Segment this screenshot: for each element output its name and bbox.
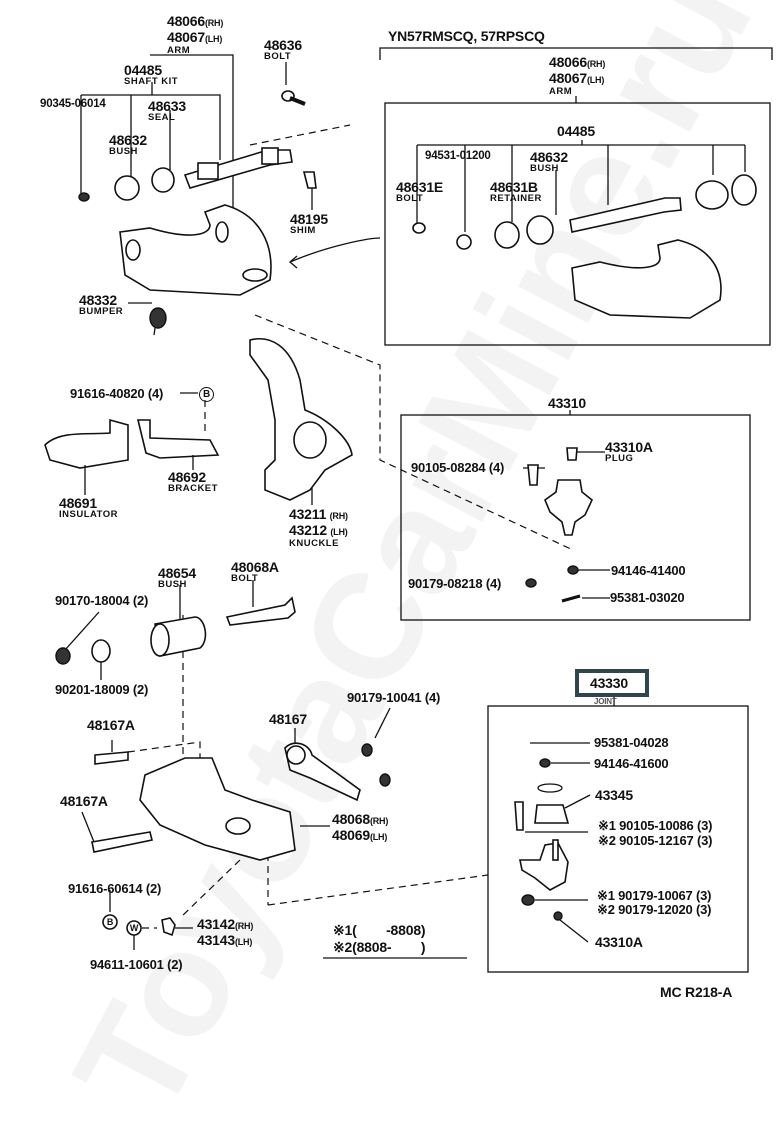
label-bolt-48636: 48636 BOLT [264, 37, 302, 62]
label-alt-arm: 48066(RH) 48067(LH) ARM [549, 54, 606, 97]
label-95381-04028: 95381-04028 [594, 735, 669, 750]
label-90201-18009: 90201-18009 (2) [55, 682, 149, 697]
b-mark-icon: B [199, 387, 214, 402]
label-94531-01200: 94531-01200 [425, 150, 491, 162]
label-knuckle: 43211 (RH) 43212 (LH) KNUCKLE [289, 506, 348, 549]
label-bumper-48332: 48332 BUMPER [79, 292, 124, 317]
label-nut-variant-1: ※1 90179-10067 (3) [597, 888, 712, 903]
label-90179-10041: 90179-10041 (4) [347, 690, 441, 705]
label-lower-ball-joint-43330[interactable]: 43330 [590, 675, 628, 691]
label-48167A-upper: 48167A [87, 717, 135, 733]
label-boot-43345: 43345 [595, 787, 633, 803]
label-bush-48654: 48654 BUSH [158, 565, 196, 590]
label-shim-48195: 48195 SHIM [290, 211, 328, 236]
label-95381-03020: 95381-03020 [610, 590, 685, 605]
upper-arm-drawing [78, 90, 317, 336]
label-90179-08218: 90179-08218 (4) [408, 576, 502, 591]
label-bolt-variant-2: ※2 90105-12167 (3) [598, 833, 713, 848]
label-91616-60614: 91616-60614 (2) [68, 881, 162, 896]
label-alt-bush-48632: 48632 BUSH [530, 149, 568, 174]
label-retainer-48631B: 48631B RETAINER [490, 179, 542, 204]
label-plug-43310A-lower: 43310A [595, 934, 643, 950]
label-joint-name: JOINT [594, 697, 617, 706]
label-upper-arm: 48066(RH) 48067(LH) ARM [167, 13, 224, 56]
label-strut-48167: 48167 [269, 711, 307, 727]
label-bolt-variant-1: ※1 90105-10086 (3) [598, 818, 713, 833]
lower-ball-joint-frame [487, 697, 749, 973]
knuckle-insulator-drawing [44, 338, 353, 505]
label-91616-40820: 91616-40820 (4) [70, 386, 164, 401]
upper-ball-joint-frame [400, 410, 751, 621]
label-plug-43310A: 43310A PLUG [605, 439, 653, 464]
w-mark-icon: W [129, 923, 139, 933]
label-seal-48633: 48633 SEAL [148, 98, 186, 123]
model-codes: YN57RMSCQ, 57RPSCQ [388, 28, 545, 44]
highlighted-part-43330[interactable] [575, 669, 649, 697]
label-48167A-lower: 48167A [60, 793, 108, 809]
label-94146-41600: 94146-41600 [594, 756, 669, 771]
label-nut-variant-2: ※2 90179-12020 (3) [597, 902, 712, 917]
legend-row-2: ※2(8808- ) [333, 939, 426, 955]
b-mark-icon: B [106, 917, 114, 927]
label-shaft-kit: 04485 SHAFT KIT [124, 62, 179, 87]
label-insulator-48691: 48691 INSULATOR [59, 495, 119, 520]
label-upper-ball-joint-43310: 43310 [548, 395, 586, 411]
label-90105-08284: 90105-08284 (4) [411, 460, 505, 475]
lower-arm-drawing [55, 580, 391, 950]
label-bracket-48692: 48692 BRACKET [168, 469, 218, 494]
legend-row-1: ※1( -8808) [333, 922, 426, 938]
label-stopper: 43142(RH) 43143(LH) [197, 916, 254, 948]
label-bolt-48068A: 48068A BOLT [231, 559, 279, 584]
label-lower-arm: 48068(RH) 48069(LH) [332, 811, 389, 843]
label-90170-18004: 90170-18004 (2) [55, 593, 149, 608]
label-bolt-48631E: 48631E BOLT [396, 179, 444, 204]
label-94146-41400: 94146-41400 [611, 563, 686, 578]
diagram-code: MC R218-A [660, 984, 733, 1000]
label-94611-10601: 94611-10601 (2) [90, 957, 183, 972]
alt-arm-frame [379, 47, 773, 346]
label-bush-48632: 48632 BUSH [109, 132, 147, 157]
label-alt-kit-04485: 04485 [557, 123, 595, 139]
label-90345-06014: 90345-06014 [40, 98, 106, 110]
